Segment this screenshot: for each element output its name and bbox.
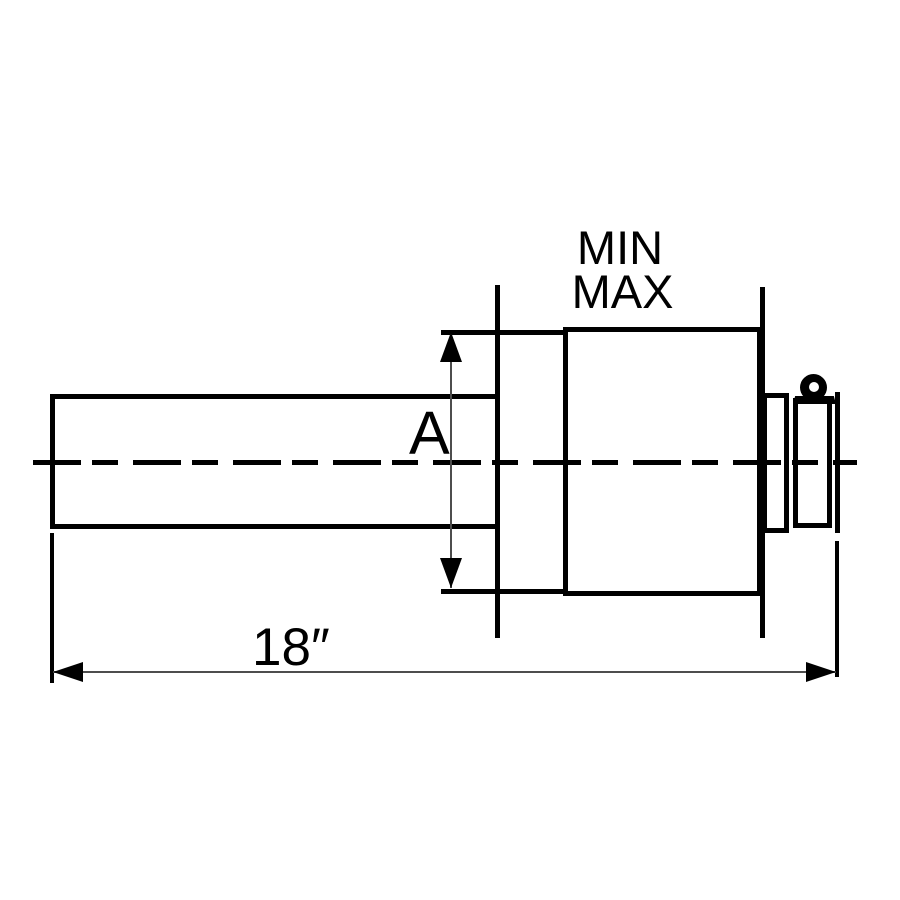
length-arrow-left-icon [53,662,83,682]
max-label: MAX [571,265,674,318]
o-ring-hole [809,382,819,392]
centerline [33,460,857,465]
dimension-a-arrow-up-icon [440,332,462,362]
dimension-a-line [450,334,452,588]
middle-pipe-bottom-edge [441,589,565,594]
length-dimension-line [53,671,836,673]
middle-pipe-top-edge [441,330,565,335]
dimension-a-label: A [409,399,450,467]
length-extension-line-left [50,533,54,683]
dimension-a-arrow-down-icon [440,558,462,588]
length-arrow-right-icon [806,662,836,682]
length-dimension-label: 18″ [252,618,330,677]
length-extension-line-right [835,541,839,677]
min-label: MIN [576,221,664,274]
